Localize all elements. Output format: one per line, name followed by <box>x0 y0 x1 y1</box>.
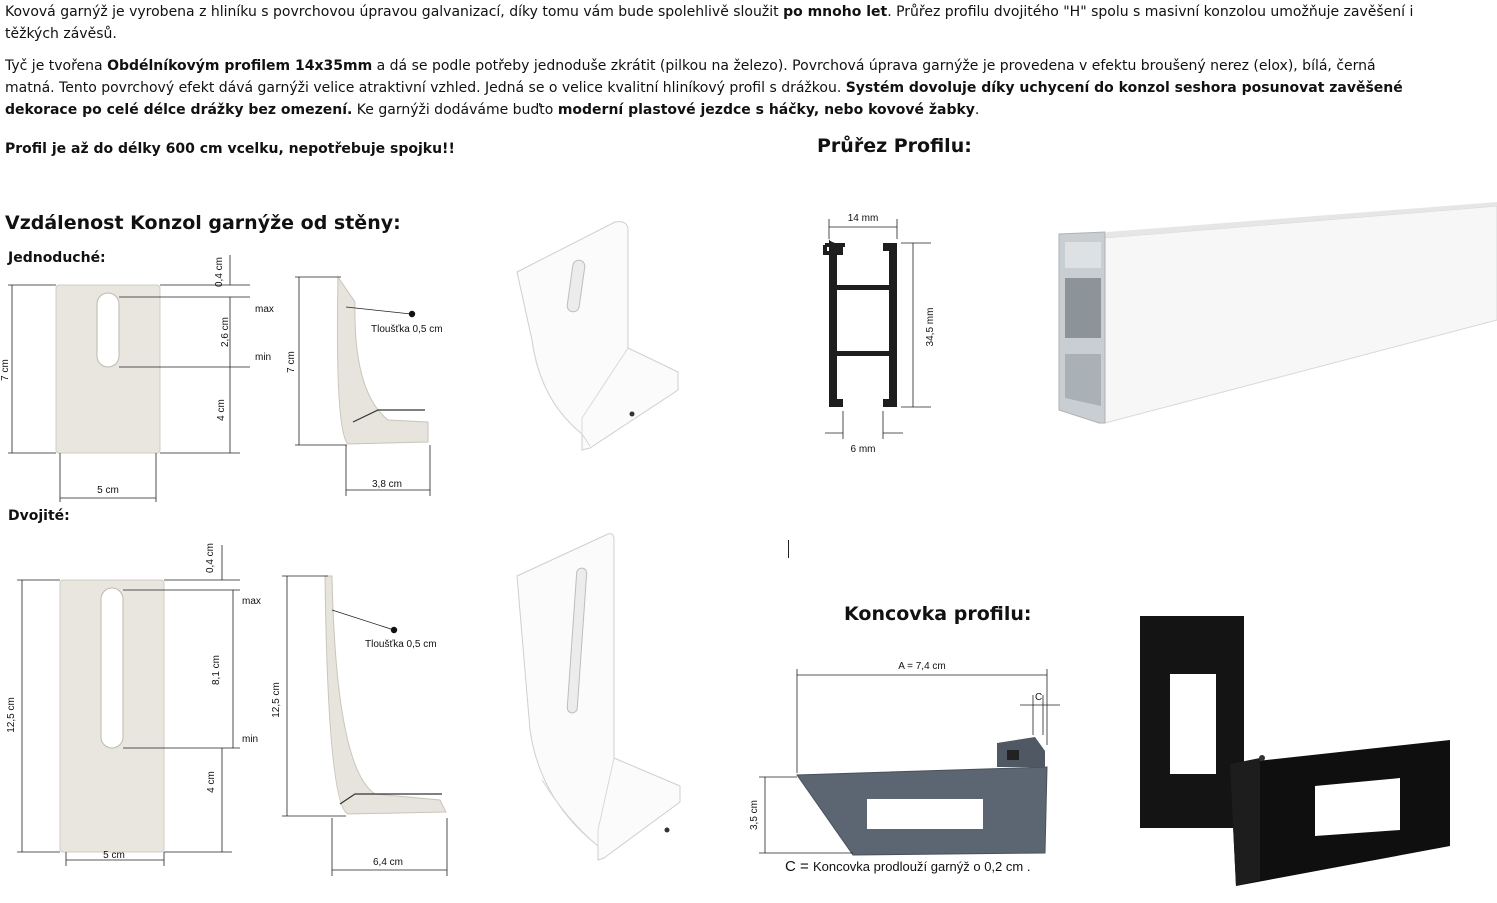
profile-slot-dim: 6 mm <box>851 444 876 455</box>
single-top-dim: 0,4 cm <box>214 257 225 287</box>
end-cap-heading: Koncovka profilu: <box>844 603 1032 625</box>
end-cap-window <box>867 799 983 829</box>
double-thickness-label: Tloušťka 0,5 cm <box>365 639 437 650</box>
double-heading: Dvojité: <box>8 508 70 524</box>
profile-rail-render <box>1058 202 1497 424</box>
bracket-plate <box>55 284 161 454</box>
single-thickness-label: Tloušťka 0,5 cm <box>371 324 443 335</box>
text-caret <box>788 540 789 558</box>
single-heading: Jednoduché: <box>8 250 106 266</box>
wall-distance-heading: Vzdálenost Konzol garnýže od stěny: <box>5 212 401 234</box>
profile-width-dim: 14 mm <box>848 213 879 224</box>
double-min-label: min <box>242 734 258 745</box>
single-height-dim: 7 cm <box>0 359 11 381</box>
single-depth-dim: 3,8 cm <box>372 479 402 490</box>
side-profile-shape <box>336 275 429 445</box>
double-bracket-render <box>516 533 681 861</box>
end-cap-black-render <box>1140 616 1450 886</box>
endcap-c-label: C <box>1035 692 1042 703</box>
intro-paragraph-2: Tyč je tvořena Obdélníkovým profilem 14x… <box>5 58 1403 118</box>
endcap-note: C = Koncovka prodlouží garnýž o 0,2 cm . <box>785 858 1031 875</box>
cross-section-heading: Průřez Profilu: <box>817 135 972 157</box>
profile-cross-section-diagram: 14 mm 34,5 mm 6 mm <box>823 213 936 455</box>
double-top-dim: 0,4 cm <box>205 543 216 573</box>
single-side-height-dim: 7 cm <box>286 351 297 373</box>
intro-paragraph-3: Profil je až do délky 600 cm vcelku, nep… <box>5 141 455 157</box>
endcap-length-dim: A = 7,4 cm <box>898 661 946 672</box>
endcap-height-dim: 3,5 cm <box>749 800 760 830</box>
single-bracket-front-diagram: 0,4 cm max 2,6 cm min 4 cm 7 cm 5 cm <box>0 255 274 502</box>
double-bracket-slot <box>100 587 124 749</box>
double-slot-dim: 8,1 cm <box>211 655 222 685</box>
single-bracket-side-diagram: Tloušťka 0,5 cm 7 cm 3,8 cm <box>286 275 443 496</box>
single-width-dim: 5 cm <box>97 485 119 496</box>
double-width-dim: 5 cm <box>103 850 125 861</box>
profile-height-dim: 34,5 mm <box>925 308 936 347</box>
double-depth-dim: 6,4 cm <box>373 857 403 868</box>
intro-paragraph-1: Kovová garnýž je vyrobena z hliníku s po… <box>5 4 1414 42</box>
single-min-label: min <box>255 352 271 363</box>
single-max-label: max <box>255 304 274 315</box>
double-max-label: max <box>242 596 261 607</box>
double-bracket-front-diagram: 0,4 cm max 8,1 cm min 4 cm 12,5 cm 5 cm <box>6 543 261 866</box>
end-cap-diagram: A = 7,4 cm C 3,5 cm <box>749 661 1060 856</box>
single-lower-dim: 4 cm <box>216 399 227 421</box>
double-side-height-dim: 12,5 cm <box>271 682 282 718</box>
double-height-dim: 12,5 cm <box>6 697 17 733</box>
double-lower-dim: 4 cm <box>206 771 217 793</box>
single-slot-dim: 2,6 cm <box>220 317 231 347</box>
single-bracket-render <box>516 221 679 451</box>
bracket-slot <box>96 292 120 368</box>
double-bracket-side-diagram: Tloušťka 0,5 cm 12,5 cm 6,4 cm <box>271 575 448 876</box>
